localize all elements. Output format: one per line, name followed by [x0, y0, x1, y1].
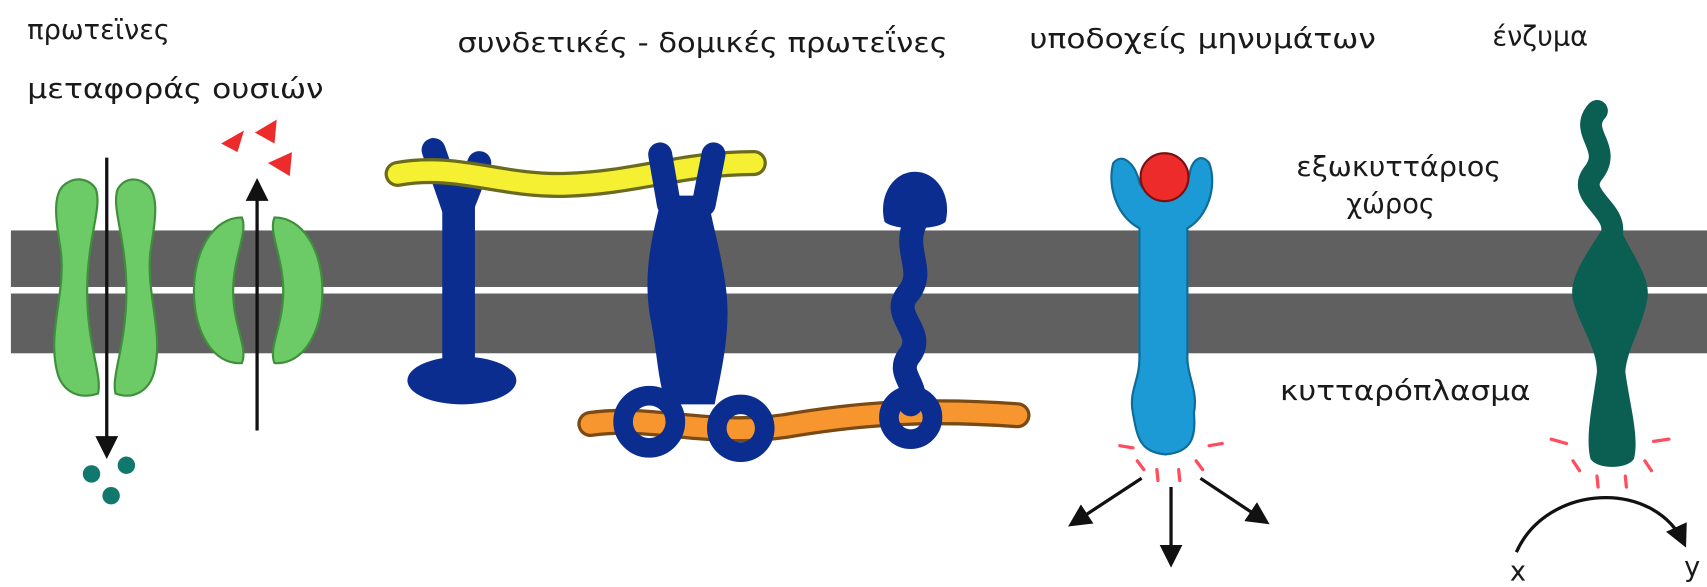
activation-mark [1645, 461, 1652, 471]
extracellular-space-label-line2: χώρος [1346, 189, 1434, 220]
receptors-title: υποδοχείς μηνυμάτων [1029, 24, 1375, 55]
transport-channel-protein-out [54, 158, 157, 505]
orange-filament [590, 412, 1017, 429]
structural-proteins-title: συνδετικές - δομικές πρωτεΐνες [458, 26, 948, 59]
membrane-midline [11, 287, 1707, 294]
activation-mark [1654, 439, 1669, 441]
enzyme-title: ένζυμα [1492, 22, 1588, 53]
y-protein-base [407, 357, 516, 405]
activation-mark [1196, 461, 1203, 470]
particle [83, 465, 100, 482]
activation-mark [1551, 439, 1566, 443]
activation-mark [1179, 470, 1180, 481]
large-protein-body [647, 196, 727, 405]
signal-arrow-left [1072, 478, 1142, 524]
signal-arrow-right [1200, 478, 1265, 521]
activation-mark [1573, 461, 1580, 471]
cytoplasm-label: κυτταρόπλασμα [1280, 376, 1531, 407]
large-transmembrane-linker-protein [647, 154, 727, 404]
transport-proteins-title-line2: μεταφοράς ουσιών [27, 74, 323, 105]
signal-output-arrows [1072, 478, 1266, 563]
activation-mark [1625, 476, 1626, 487]
particle [102, 487, 119, 504]
signal-receptor [1072, 153, 1266, 563]
transport-proteins-title-line1: πρωτεϊνες [27, 15, 170, 46]
transported-molecules [221, 120, 292, 177]
cell-membrane [11, 230, 1707, 353]
activation-mark [1209, 444, 1222, 446]
triangle-molecule [221, 130, 244, 152]
triangle-molecule [255, 120, 277, 144]
activation-mark [1597, 476, 1598, 487]
triangle-molecule [268, 152, 292, 176]
y-protein-stem [442, 207, 475, 365]
activation-mark [1137, 461, 1144, 470]
wavy-protein-stem [903, 223, 916, 405]
transport-carrier-protein-in [194, 120, 323, 431]
activation-mark [1157, 470, 1158, 481]
reaction-arc-arrow [1516, 498, 1684, 553]
enzyme-wavy-tail [1589, 111, 1613, 239]
signal-molecule [1141, 153, 1189, 201]
extracellular-space-label-line1: εξωκυττάριος [1296, 152, 1501, 183]
activation-mark [1120, 446, 1133, 448]
orange-filament-body [590, 412, 1017, 429]
product-label: y [1684, 552, 1700, 583]
substrate-label: x [1510, 557, 1526, 587]
transported-particles [83, 457, 135, 505]
particle [118, 457, 135, 474]
